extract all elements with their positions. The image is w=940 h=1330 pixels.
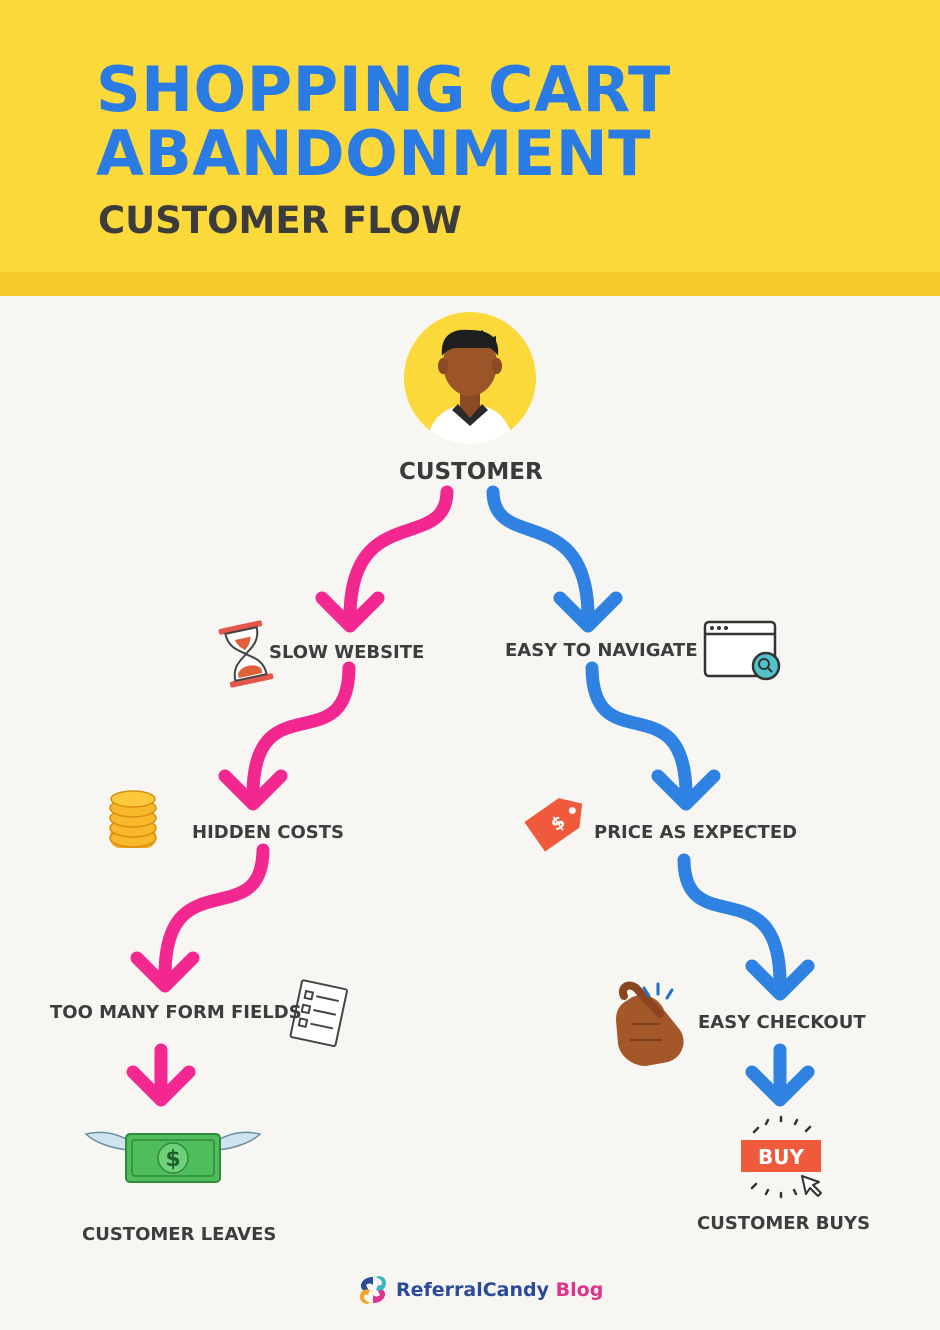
node-too-many-form-fields: TOO MANY FORM FIELDS bbox=[50, 1002, 302, 1023]
pink-connector-3 bbox=[158, 843, 270, 979]
node-easy-to-navigate: EASY TO NAVIGATE bbox=[505, 640, 698, 661]
node-customer-buys: CUSTOMER BUYS bbox=[697, 1213, 871, 1234]
form-checklist-icon bbox=[289, 979, 348, 1047]
title-line-1: SHOPPING CART bbox=[96, 53, 671, 126]
blue-connector-3 bbox=[677, 853, 787, 987]
pink-arrowhead-3 bbox=[130, 951, 200, 993]
browser-search-icon bbox=[703, 620, 781, 681]
footer-brand-name: ReferralCandy bbox=[396, 1279, 550, 1301]
pink-arrowhead-2 bbox=[218, 769, 288, 811]
coin-stack-icon bbox=[109, 790, 157, 848]
blue-arrowhead-2 bbox=[651, 769, 721, 811]
pink-arrowhead-4 bbox=[126, 1065, 196, 1107]
flying-money-icon bbox=[84, 1131, 262, 1183]
page-subtitle: CUSTOMER FLOW bbox=[98, 199, 462, 242]
blue-connector-1b bbox=[553, 591, 623, 633]
node-hidden-costs: HIDDEN COSTS bbox=[192, 822, 344, 843]
node-customer: CUSTOMER bbox=[399, 459, 543, 485]
blue-connector-1 bbox=[486, 485, 595, 621]
node-slow-website: SLOW WEBSITE bbox=[269, 642, 425, 663]
header-stripe bbox=[0, 272, 940, 296]
pink-arrowhead-1 bbox=[315, 591, 385, 633]
title-line-2: ABANDONMENT bbox=[96, 117, 651, 190]
page-title: SHOPPING CART ABANDONMENT bbox=[96, 58, 671, 186]
customer-avatar-icon bbox=[404, 312, 536, 444]
pink-connector-1 bbox=[343, 485, 454, 621]
money-symbol: $ bbox=[165, 1147, 180, 1172]
node-customer-leaves: CUSTOMER LEAVES bbox=[82, 1224, 277, 1245]
hourglass-icon bbox=[218, 620, 274, 688]
buy-button-label: BUY bbox=[758, 1145, 804, 1169]
node-price-as-expected: PRICE AS EXPECTED bbox=[594, 822, 798, 843]
node-easy-checkout: EASY CHECKOUT bbox=[698, 1012, 866, 1033]
buy-button-icon bbox=[741, 1115, 822, 1199]
referralcandy-logo-icon bbox=[360, 1276, 386, 1304]
blue-connector-2 bbox=[585, 661, 693, 799]
pink-connector-2 bbox=[246, 661, 356, 799]
header-banner bbox=[0, 0, 940, 272]
price-tag-icon bbox=[524, 798, 583, 852]
blue-arrowhead-4 bbox=[745, 1065, 815, 1107]
snapping-hand-icon bbox=[616, 981, 684, 1066]
footer-brand: ReferralCandy Blog bbox=[356, 1272, 603, 1308]
blue-arrowhead-3 bbox=[745, 959, 815, 1001]
footer-brand-blog: Blog bbox=[555, 1279, 604, 1301]
